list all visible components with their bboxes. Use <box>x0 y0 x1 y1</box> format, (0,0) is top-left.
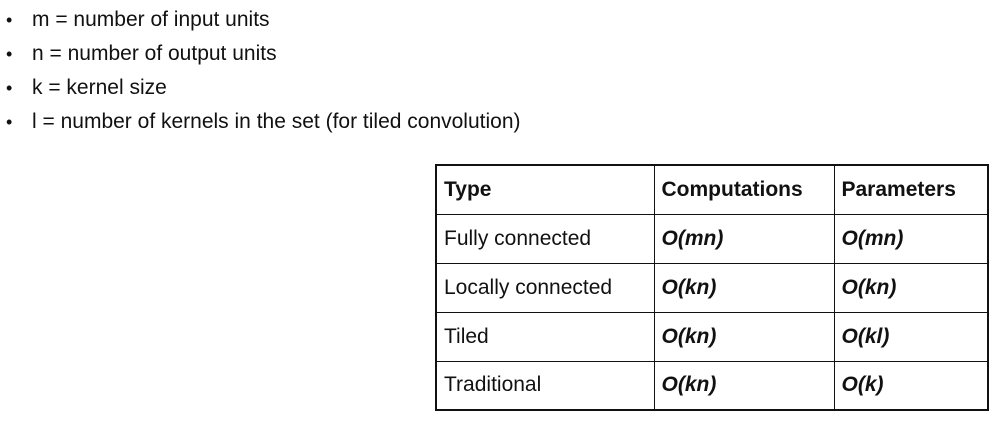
cell-parameters: O(kn) <box>833 262 989 313</box>
cell-computations: O(mn) <box>653 213 835 264</box>
cell-computations: O(kn) <box>653 262 835 313</box>
bullet-icon: • <box>6 10 13 30</box>
definition-item-k: • k = kernel size <box>0 71 521 105</box>
table-header-row: Type Computations Parameters <box>435 164 989 215</box>
cell-parameters: O(kl) <box>833 311 989 362</box>
definitions-list: • m = number of input units • n = number… <box>0 3 521 139</box>
definition-item-m: • m = number of input units <box>0 3 521 37</box>
definition-item-n: • n = number of output units <box>0 37 521 71</box>
complexity-table: Type Computations Parameters Fully conne… <box>435 164 989 411</box>
column-header-type: Type <box>435 164 655 215</box>
table-row: Tiled O(kn) O(kl) <box>435 311 989 362</box>
table-row: Fully connected O(mn) O(mn) <box>435 213 989 264</box>
cell-parameters: O(mn) <box>833 213 989 264</box>
table-row: Locally connected O(kn) O(kn) <box>435 262 989 313</box>
definition-item-l: • l = number of kernels in the set (for … <box>0 105 521 139</box>
cell-computations: O(kn) <box>653 311 835 362</box>
cell-type: Locally connected <box>435 262 655 313</box>
column-header-parameters: Parameters <box>833 164 989 215</box>
cell-computations: O(kn) <box>653 360 835 411</box>
cell-type: Fully connected <box>435 213 655 264</box>
definition-text: l = number of kernels in the set (for ti… <box>32 110 521 133</box>
cell-type: Traditional <box>435 360 655 411</box>
definition-text: m = number of input units <box>32 8 270 31</box>
definition-text: n = number of output units <box>32 42 277 65</box>
bullet-icon: • <box>6 78 13 98</box>
cell-type: Tiled <box>435 311 655 362</box>
definition-text: k = kernel size <box>32 76 167 99</box>
bullet-icon: • <box>6 112 13 132</box>
column-header-computations: Computations <box>653 164 835 215</box>
table-row: Traditional O(kn) O(k) <box>435 360 989 411</box>
cell-parameters: O(k) <box>833 360 989 411</box>
bullet-icon: • <box>6 44 13 64</box>
